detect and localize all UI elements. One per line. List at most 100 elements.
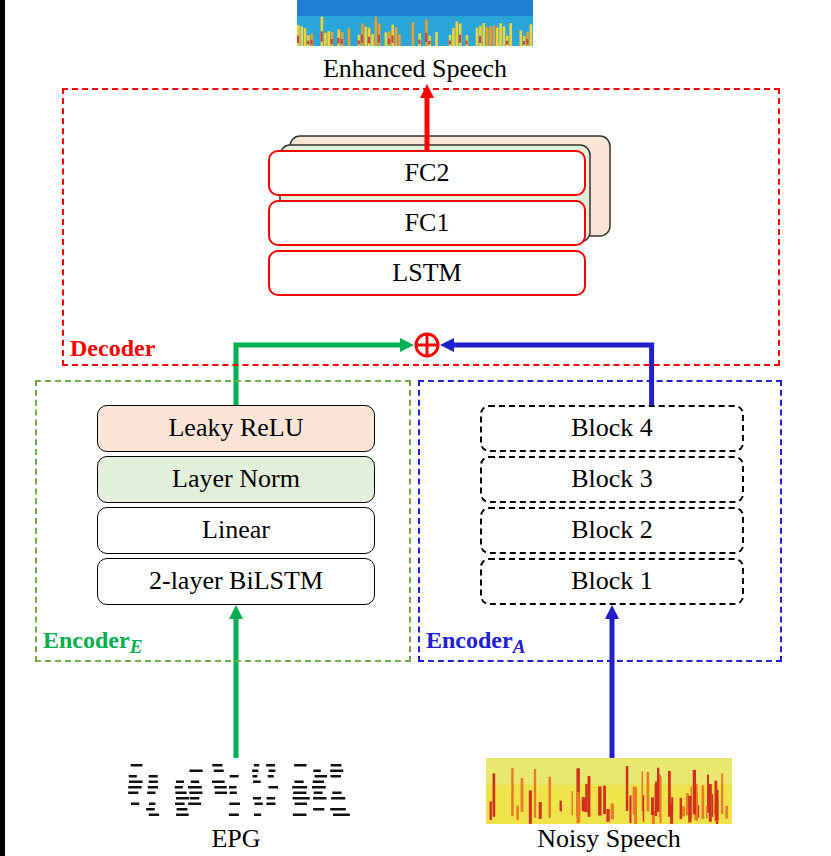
epg-contact-row — [314, 792, 323, 795]
epg-contact-row — [190, 797, 199, 800]
spectrogram-streak — [721, 773, 723, 814]
spectrogram-streak — [506, 41, 508, 45]
spectrogram-ground — [486, 758, 732, 824]
epg-contact-row — [253, 797, 261, 800]
epg-contact-row — [254, 764, 259, 767]
spectrogram-streak — [310, 40, 312, 44]
spectrogram-streak — [521, 778, 524, 812]
flow-arrow — [425, 96, 430, 150]
image-caption: Noisy Speech — [537, 825, 681, 854]
layer-name: Block 3 — [571, 465, 653, 494]
layer-name: LSTM — [392, 259, 461, 288]
epg-contact-row — [189, 792, 202, 795]
spectrogram-streak — [459, 35, 461, 43]
epg-contact-row — [331, 797, 345, 800]
spectrogram-streak — [361, 35, 363, 43]
block-box: Block 2 — [480, 507, 744, 554]
epg-contact-row — [313, 797, 326, 800]
epg-contact-row — [214, 786, 227, 789]
spectrogram-streak — [466, 41, 468, 45]
group-label: Decoder — [70, 335, 155, 361]
spectrogram-streak — [503, 26, 506, 46]
spectrogram-streak — [526, 39, 528, 44]
spectrogram-streak — [526, 32, 529, 46]
spectrogram-streak — [425, 33, 427, 42]
epg-contact-row — [315, 775, 327, 778]
epg-contact-row — [330, 808, 345, 811]
spectrogram-streak — [680, 798, 682, 819]
epg-contact-row — [331, 764, 342, 767]
epg-contact-row — [332, 792, 341, 795]
layer-box: Linear — [97, 507, 375, 554]
spectrogram-streak — [489, 26, 492, 46]
image-figure — [486, 758, 732, 824]
side-bar — [0, 0, 5, 856]
layer-name: Block 4 — [571, 414, 653, 443]
epg-contact-row — [149, 803, 155, 806]
spectrogram-streak — [560, 801, 562, 812]
epg-contact-row — [129, 781, 143, 784]
spectrogram-streak — [520, 30, 523, 46]
epg-contact-row — [229, 803, 240, 806]
layer-name: FC2 — [405, 159, 450, 188]
spectrogram-streak — [651, 797, 654, 815]
spectrogram-streak — [449, 41, 451, 45]
layer-box: LSTM — [268, 250, 586, 296]
spectrogram-streak — [706, 806, 708, 818]
spectrogram-streak — [331, 39, 333, 44]
image-figure — [297, 0, 533, 46]
sum-symbol — [416, 344, 438, 347]
epg-input: EPG — [105, 758, 367, 854]
spectrogram-streak — [398, 34, 401, 46]
epg-contact-row — [131, 764, 143, 767]
spectrogram-streak — [529, 790, 532, 823]
layer-box: FC1 — [268, 200, 586, 246]
layer-box: FC2 — [268, 150, 586, 196]
spectrogram-streak — [395, 27, 398, 46]
sum-symbol — [416, 334, 438, 356]
spectrogram-streak — [476, 28, 479, 46]
spectrogram-streak — [534, 769, 536, 818]
epg-contact-row — [313, 770, 320, 773]
spectrogram-streak — [327, 31, 330, 46]
spectrogram-streak — [670, 804, 673, 824]
epg-contact-row — [254, 814, 261, 817]
epg-contact-row — [149, 781, 158, 784]
spectrogram-band — [297, 0, 533, 16]
epg-contact-row — [266, 764, 275, 767]
spectrogram-streak — [368, 28, 371, 46]
spectrogram-streak — [530, 24, 533, 46]
spectrogram-streak — [452, 28, 455, 46]
epg-contact-row — [149, 814, 159, 817]
spectrogram-streak — [388, 39, 390, 44]
epg-contact-row — [292, 786, 307, 789]
spectrogram-streak — [626, 766, 629, 811]
layer-name: Layer Norm — [172, 465, 300, 494]
spectrogram-streak — [647, 772, 650, 811]
spectrogram-streak — [378, 35, 380, 43]
layer-box: 2-layer BiLSTM — [97, 558, 375, 605]
spectrogram-streak — [516, 806, 519, 821]
spectrogram-streak — [391, 35, 393, 42]
epg-contact-row — [148, 786, 158, 789]
spectrogram-streak — [459, 24, 462, 46]
epg-contact-row — [131, 803, 139, 806]
spectrogram-streak — [688, 796, 691, 823]
flow-arrow — [610, 617, 615, 758]
spectrogram-streak — [466, 35, 469, 46]
spectrogram-streak — [490, 801, 492, 820]
spectrogram-streak — [588, 776, 591, 817]
spectrogram-streak — [378, 24, 381, 46]
spectrogram-streak — [682, 806, 685, 816]
spectrogram-streak — [368, 37, 370, 43]
flow-arrow — [452, 345, 652, 405]
epg-contact-row — [253, 781, 261, 784]
encoder-group: EncoderA Block 4 Block 3 Block 2 Block 1 — [418, 380, 782, 662]
spectrogram-streak — [482, 23, 485, 46]
epg-contact-row — [175, 792, 186, 795]
group-label: EncoderA — [426, 627, 525, 657]
layer-name: Block 1 — [571, 567, 653, 596]
spectrogram-streak — [709, 784, 712, 822]
spectrogram-streak — [611, 804, 614, 820]
